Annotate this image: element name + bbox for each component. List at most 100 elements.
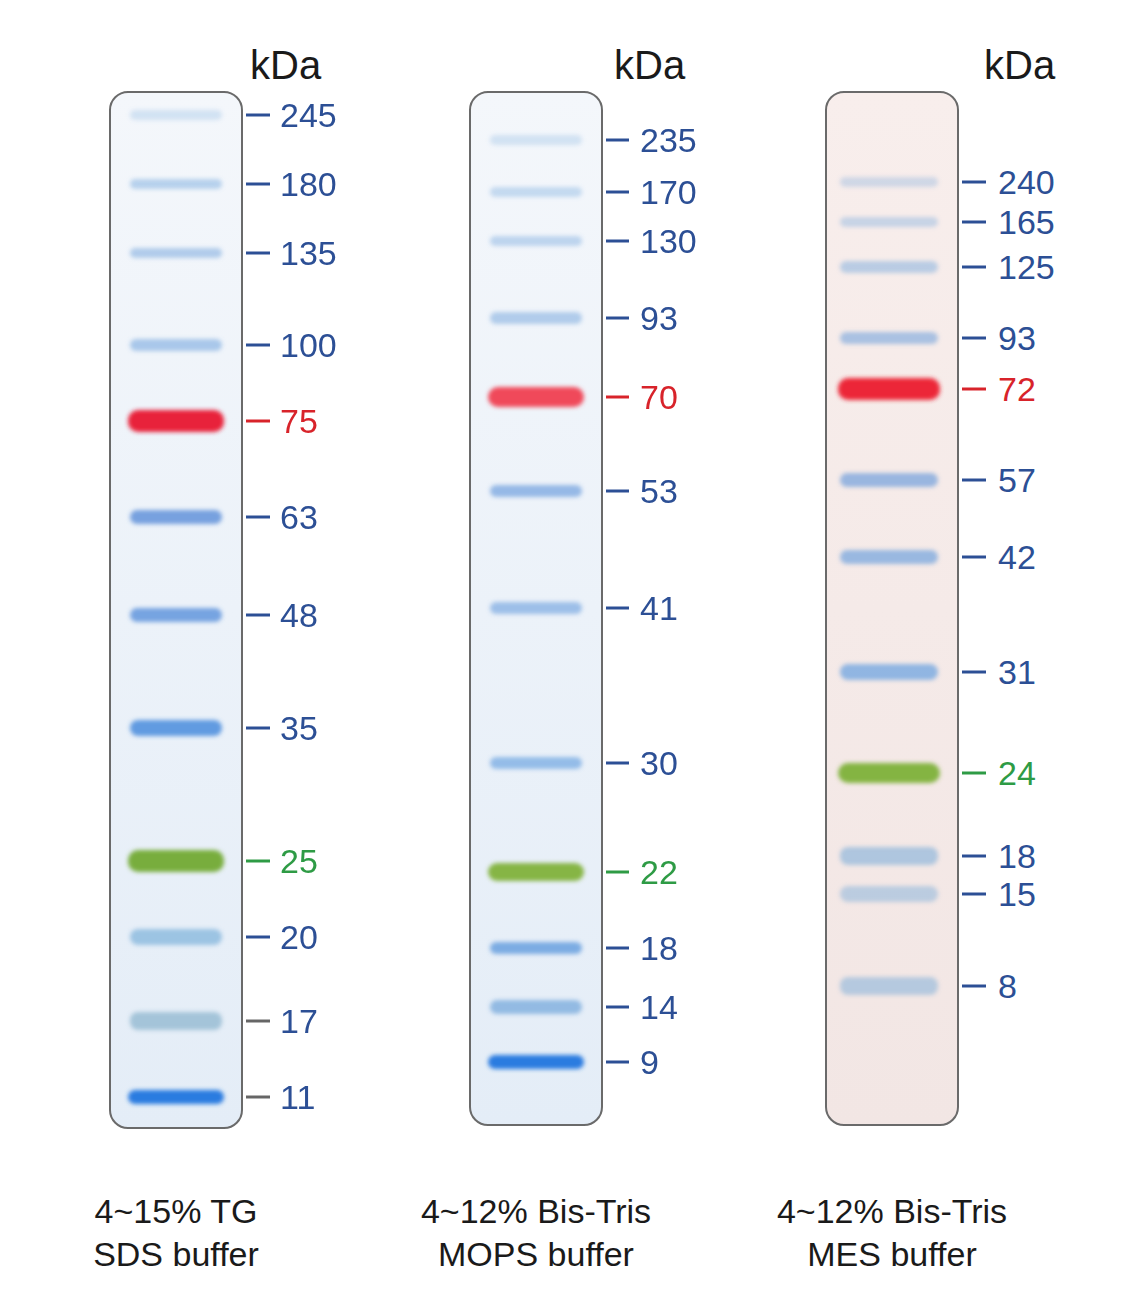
protein-band — [130, 248, 222, 258]
tick-mark — [246, 420, 270, 423]
marker-size: 135 — [280, 236, 337, 270]
protein-band — [838, 378, 940, 400]
gel-lane — [470, 92, 602, 1125]
tick-mark — [606, 240, 629, 243]
tick-mark — [246, 860, 270, 863]
marker-size: 57 — [998, 463, 1036, 497]
tick-mark — [246, 114, 270, 117]
marker-size: 63 — [280, 500, 318, 534]
protein-band — [840, 217, 938, 227]
tick-mark — [606, 1006, 629, 1009]
tick-mark — [962, 479, 986, 482]
tick-mark — [606, 871, 629, 874]
tick-mark — [962, 266, 986, 269]
tick-mark — [606, 490, 629, 493]
tick-mark — [962, 671, 986, 674]
gel-caption: 4~12% Bis-Tris MES buffer — [763, 1190, 1021, 1275]
marker-size: 53 — [640, 474, 678, 508]
tick-mark — [962, 337, 986, 340]
protein-band — [490, 602, 582, 614]
protein-band — [840, 261, 938, 273]
marker-size: 245 — [280, 98, 337, 132]
unit-label: kDa — [614, 45, 685, 85]
protein-band — [490, 187, 582, 197]
marker-size: 70 — [640, 380, 678, 414]
marker-size: 17 — [280, 1004, 318, 1038]
protein-band — [840, 550, 938, 564]
marker-size: 8 — [998, 969, 1017, 1003]
marker-size: 130 — [640, 224, 697, 258]
protein-band — [840, 332, 938, 344]
gel-caption: 4~15% TG SDS buffer — [81, 1190, 271, 1275]
marker-size: 93 — [998, 321, 1036, 355]
protein-band — [488, 863, 584, 881]
protein-band — [490, 135, 582, 145]
protein-band — [130, 110, 222, 120]
protein-band — [130, 339, 222, 351]
tick-mark — [606, 947, 629, 950]
tick-mark — [962, 388, 986, 391]
marker-size: 15 — [998, 877, 1036, 911]
protein-band — [130, 720, 222, 736]
protein-band — [490, 1000, 582, 1014]
protein-band — [840, 177, 938, 187]
protein-band — [490, 757, 582, 769]
tick-mark — [962, 893, 986, 896]
tick-mark — [246, 183, 270, 186]
marker-size: 20 — [280, 920, 318, 954]
marker-size: 31 — [998, 655, 1036, 689]
protein-band — [838, 763, 940, 783]
marker-size: 75 — [280, 404, 318, 438]
protein-band — [840, 664, 938, 680]
tick-mark — [606, 317, 629, 320]
tick-mark — [246, 252, 270, 255]
tick-mark — [962, 855, 986, 858]
protein-band — [130, 608, 222, 622]
tick-mark — [246, 1096, 270, 1099]
gel-lane — [110, 92, 242, 1128]
unit-label: kDa — [984, 45, 1055, 85]
tick-mark — [962, 221, 986, 224]
marker-size: 14 — [640, 990, 678, 1024]
tick-mark — [246, 516, 270, 519]
protein-band — [128, 410, 224, 432]
marker-size: 41 — [640, 591, 678, 625]
marker-size: 170 — [640, 175, 697, 209]
marker-size: 42 — [998, 540, 1036, 574]
marker-size: 93 — [640, 301, 678, 335]
protein-band — [488, 387, 584, 407]
tick-mark — [962, 772, 986, 775]
gel-lane — [826, 92, 958, 1125]
marker-size: 235 — [640, 123, 697, 157]
tick-mark — [962, 556, 986, 559]
marker-size: 25 — [280, 844, 318, 878]
tick-mark — [606, 396, 629, 399]
tick-mark — [962, 181, 986, 184]
protein-band — [488, 1055, 584, 1069]
protein-band — [490, 312, 582, 324]
unit-label: kDa — [250, 45, 321, 85]
marker-size: 30 — [640, 746, 678, 780]
tick-mark — [606, 607, 629, 610]
protein-band — [840, 977, 938, 995]
protein-band — [490, 485, 582, 497]
protein-band — [490, 236, 582, 246]
tick-mark — [962, 985, 986, 988]
protein-band — [840, 473, 938, 487]
tick-mark — [606, 191, 629, 194]
tick-mark — [246, 727, 270, 730]
marker-size: 22 — [640, 855, 678, 889]
marker-size: 9 — [640, 1045, 659, 1079]
tick-mark — [606, 1061, 629, 1064]
protein-band — [128, 850, 224, 872]
tick-mark — [246, 1020, 270, 1023]
tick-mark — [606, 762, 629, 765]
tick-mark — [246, 936, 270, 939]
protein-band — [840, 886, 938, 902]
marker-size: 24 — [998, 756, 1036, 790]
gel-caption: 4~12% Bis-Tris MOPS buffer — [407, 1190, 665, 1275]
marker-size: 165 — [998, 205, 1055, 239]
tick-mark — [246, 344, 270, 347]
protein-band — [130, 179, 222, 189]
marker-size: 18 — [998, 839, 1036, 873]
